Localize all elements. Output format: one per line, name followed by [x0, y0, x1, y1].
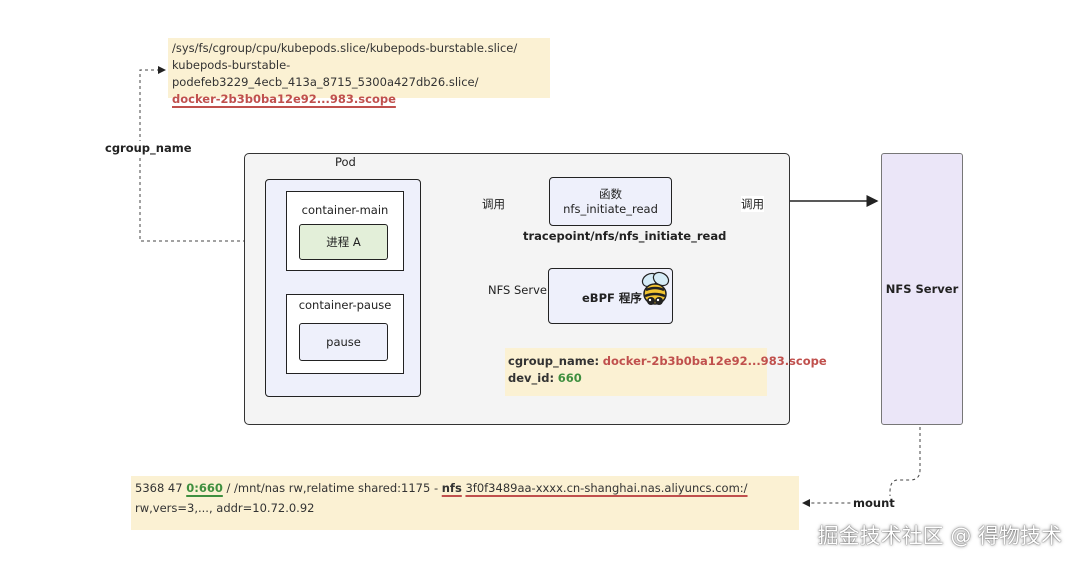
- cgroup-path-note: /sys/fs/cgroup/cpu/kubepods.slice/kubepo…: [168, 38, 550, 106]
- function-box: [549, 177, 672, 226]
- pause-box: pause: [299, 323, 388, 361]
- ebpf-note-dev-row: dev_id: 660: [508, 370, 764, 387]
- container-pause-label: container-pause: [298, 298, 392, 312]
- ebpf-note-dev-key: dev_id:: [508, 371, 555, 385]
- ebpf-program-label: eBPF 程序: [582, 291, 642, 305]
- tracepoint-label: tracepoint/nfs/nfs_initiate_read: [523, 229, 727, 243]
- nfs-server-box: NFS Server: [881, 153, 963, 425]
- nfs-server-small-label: NFS Server: [488, 283, 552, 297]
- mount-label: mount: [851, 496, 897, 510]
- call-label-2: 调用: [741, 196, 764, 212]
- mountinfo-fs: nfs: [441, 481, 462, 495]
- cgroup-path-line-1: /sys/fs/cgroup/cpu/kubepods.slice/kubepo…: [172, 41, 518, 55]
- nfs-server-label: NFS Server: [885, 282, 959, 296]
- call-label-1: 调用: [482, 196, 505, 212]
- ebpf-note-cgroup-row: cgroup_name: docker-2b3b0ba12e92...983.s…: [508, 353, 827, 370]
- ebpf-note-dev-value: 660: [557, 371, 582, 385]
- mountinfo-line-2: rw,vers=3,..., addr=10.72.0.92: [135, 501, 315, 515]
- mountinfo-src: 3f0f3489aa-xxxx.cn-shanghai.nas.aliyuncs…: [465, 481, 748, 495]
- ebpf-output-note: cgroup_name: docker-2b3b0ba12e92...983.s…: [505, 348, 827, 396]
- mountinfo-pre: 5368 47: [135, 481, 183, 495]
- watermark: 掘金技术社区 @ 得物技术: [817, 524, 1062, 548]
- mountinfo-note: 5368 47 0:660 / /mnt/nas rw,relatime sha…: [131, 476, 799, 530]
- cgroup-dashed-line: [139, 66, 300, 242]
- cgroup-name-label: cgroup_name: [103, 141, 194, 155]
- ebpf-note-cgroup-key: cgroup_name:: [508, 354, 600, 368]
- process-a-box: 进程 A: [299, 224, 388, 260]
- cgroup-path-line-2: kubepods-burstable-podefeb3229_4ecb_413a…: [172, 58, 479, 89]
- mountinfo-mid: / /mnt/nas rw,relatime shared:1175 -: [226, 481, 439, 495]
- pause-label: pause: [326, 335, 361, 349]
- mountinfo-line-1: 5368 47 0:660 / /mnt/nas rw,relatime sha…: [135, 480, 795, 497]
- process-a-label: 进程 A: [326, 235, 361, 249]
- function-label-line-2: nfs_initiate_read: [563, 202, 658, 216]
- cgroup-path-line-3: docker-2b3b0ba12e92...983.scope: [172, 92, 396, 106]
- mount-dashed-line: [802, 427, 921, 507]
- ebpf-note-cgroup-value: docker-2b3b0ba12e92...983.scope: [602, 354, 827, 368]
- function-label-line-1: 函数: [599, 187, 622, 201]
- mountinfo-dev: 0:660: [186, 481, 223, 495]
- bee-icon: [641, 271, 670, 305]
- pod-title: Pod: [335, 155, 356, 169]
- container-main-label: container-main: [301, 203, 389, 217]
